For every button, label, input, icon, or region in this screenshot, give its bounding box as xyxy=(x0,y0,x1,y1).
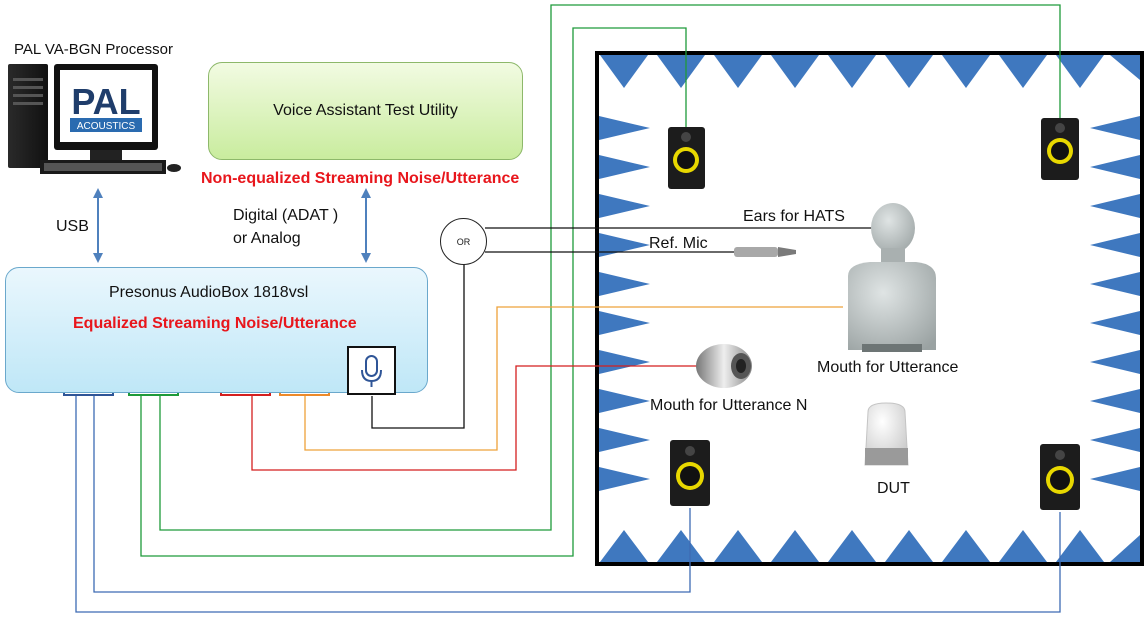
speaker-icon xyxy=(670,440,710,506)
processor-title: PAL VA-BGN Processor xyxy=(14,41,173,58)
mouth-n-label: Mouth for Utterance N xyxy=(650,397,808,414)
pal-logo-text: PAL xyxy=(71,81,140,122)
mouth-label: Mouth for Utterance xyxy=(817,359,959,376)
presonus-title: Presonus AudioBox 1818vsl xyxy=(109,284,309,301)
wire-blue-1 xyxy=(75,393,1061,613)
equalized-label: Equalized Streaming Noise/Utterance xyxy=(73,315,357,332)
non-equalized-label: Non-equalized Streaming Noise/Utterance xyxy=(201,170,520,187)
vatu-label: Voice Assistant Test Utility xyxy=(273,102,458,119)
signal-wires xyxy=(75,4,1061,613)
microphone-icon xyxy=(347,346,396,395)
wire-green-1 xyxy=(140,27,687,557)
dut-label: DUT xyxy=(877,480,910,497)
wire-blue-2 xyxy=(93,393,691,593)
refmic-label: Ref. Mic xyxy=(649,235,708,252)
room-wedges-left xyxy=(599,116,650,491)
hats-icon xyxy=(848,203,936,352)
wire-mic xyxy=(371,263,465,429)
room-wedges-bottom xyxy=(600,530,1140,562)
or-switch: OR xyxy=(440,218,487,265)
speaker-icon xyxy=(668,127,705,189)
room-wedges-right xyxy=(1090,116,1140,491)
wire-green-2 xyxy=(159,4,1061,531)
wire-red xyxy=(251,365,700,471)
speaker-icon xyxy=(1041,118,1079,180)
digital-label-line1: Digital (ADAT ) xyxy=(233,207,339,224)
mouth-simulator-icon xyxy=(696,344,752,388)
smart-speaker-icon xyxy=(864,402,909,466)
ears-label: Ears for HATS xyxy=(743,208,845,225)
wire-orange xyxy=(304,306,843,451)
usb-label: USB xyxy=(56,218,89,235)
reference-microphone-icon xyxy=(734,247,796,257)
voice-assistant-test-utility-box: Voice Assistant Test Utility xyxy=(208,62,523,160)
room-wedges-top xyxy=(600,55,1140,88)
speaker-icon xyxy=(1040,444,1080,510)
pal-logo-sub: ACOUSTICS xyxy=(77,121,136,132)
or-label: OR xyxy=(456,236,471,247)
digital-label-line2: or Analog xyxy=(233,230,301,247)
